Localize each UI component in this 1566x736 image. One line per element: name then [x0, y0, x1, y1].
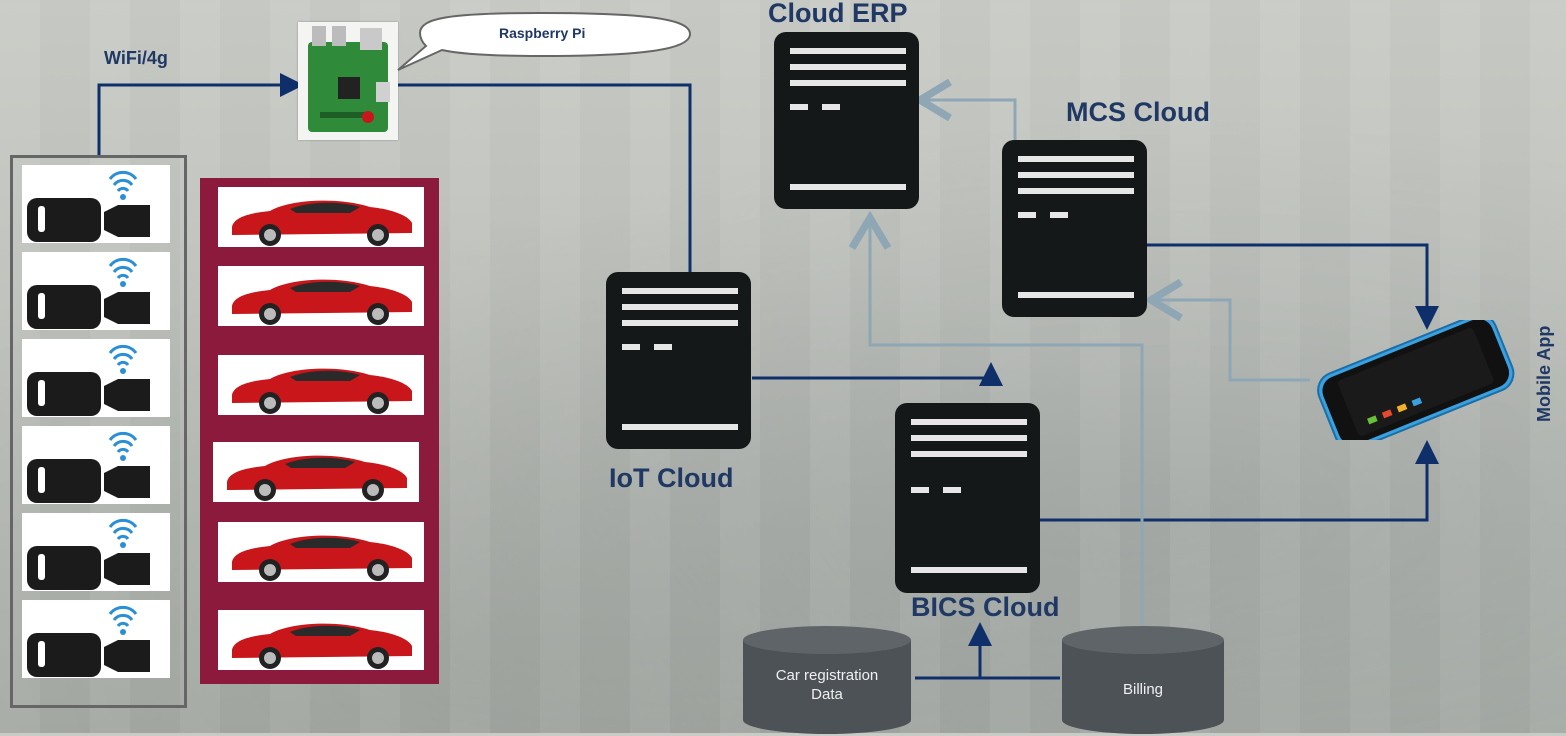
smartphone-icon: [1317, 320, 1515, 440]
wifi-camera-icon: [27, 344, 150, 416]
raspberry-pi-label: Raspberry Pi: [499, 25, 586, 41]
mobile-app-label: Mobile App: [1534, 325, 1554, 422]
car-panel: [200, 178, 439, 684]
red-sports-car-icon: [232, 368, 412, 414]
wifi-camera-icon: [27, 605, 150, 677]
arrow-bics-to-mobile: [1040, 440, 1439, 522]
wifi-camera-icon: [27, 170, 150, 242]
mcs-cloud-server: [1002, 140, 1147, 317]
database-billing: [1062, 626, 1224, 734]
wifi-camera-icons: [27, 170, 150, 677]
red-sports-car-icon: [232, 279, 412, 325]
camera-panel: [10, 155, 187, 708]
arrow-mcs-to-erp: [926, 100, 1017, 140]
wifi-camera-icon: [27, 257, 150, 329]
raspberry-pi-board-icon: [298, 22, 398, 140]
wifi-camera-icon: [27, 518, 150, 590]
red-car-icons: [227, 200, 412, 669]
red-sports-car-icon: [232, 623, 412, 669]
bics-cloud-server: [895, 403, 1040, 593]
bics-cloud-label: BICS Cloud: [911, 592, 1060, 622]
arrow-iot-to-bics: [752, 362, 1003, 386]
cloud-erp-label: Cloud ERP: [768, 0, 908, 28]
red-sports-car-icon: [232, 200, 412, 246]
arrow-mobile-to-mcs: [1157, 300, 1310, 382]
billing-label: Billing: [1122, 681, 1164, 698]
red-sports-car-icon: [227, 455, 407, 501]
raspberry-pi-callout: [397, 11, 692, 71]
car-registration-line1: Car registration: [775, 667, 879, 684]
wifi-camera-icon: [27, 431, 150, 503]
arrow-billing-to-erp: [870, 224, 1144, 630]
database-car-registration: [743, 626, 911, 734]
iot-cloud-label: IoT Cloud: [609, 463, 734, 493]
arrow-db-to-bics: [915, 622, 992, 680]
car-registration-line2: Data: [811, 686, 843, 703]
cloud-erp-server: [774, 32, 919, 209]
wifi-label: WiFi/4g: [104, 48, 168, 68]
arrow-rpi-to-iot: [398, 83, 702, 304]
arrow-mcs-to-mobile: [1147, 243, 1439, 330]
red-sports-car-icon: [232, 535, 412, 581]
mcs-cloud-label: MCS Cloud: [1066, 97, 1210, 127]
iot-cloud-server: [606, 272, 751, 449]
arrow-cameras-to-rpi: [97, 73, 304, 155]
car-registration-label: Car registration Data: [745, 666, 909, 704]
